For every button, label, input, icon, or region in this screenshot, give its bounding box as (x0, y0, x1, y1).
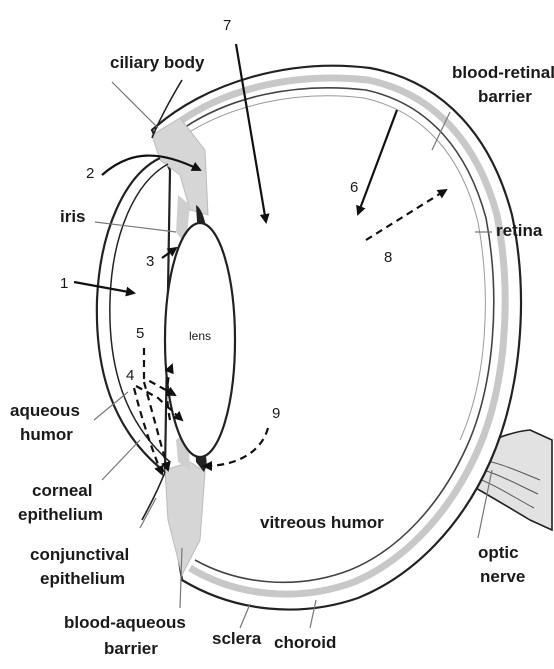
label-blood-aqueous-2: barrier (104, 639, 158, 658)
label-iris: iris (60, 207, 86, 226)
route-1: 1 (60, 275, 68, 292)
route-7: 7 (223, 17, 231, 34)
route-9: 9 (272, 405, 280, 422)
label-aqueous-2: humor (20, 425, 73, 444)
route-2: 2 (86, 165, 94, 182)
label-conjunctival-2: epithelium (40, 569, 125, 588)
label-corneal-2: epithelium (18, 505, 103, 524)
route-8: 8 (384, 249, 392, 266)
label-aqueous-1: aqueous (10, 401, 80, 420)
label-retina: retina (496, 221, 543, 240)
label-choroid: choroid (274, 633, 336, 652)
route-3: 3 (146, 253, 154, 270)
label-blood-retinal-1: blood-retinal (452, 63, 554, 82)
label-blood-aqueous-1: blood-aqueous (64, 613, 186, 632)
route-5: 5 (136, 325, 144, 342)
label-sclera: sclera (212, 629, 262, 648)
arrow-1 (74, 282, 134, 293)
label-conjunctival-1: conjunctival (30, 545, 129, 564)
route-6: 6 (350, 179, 358, 196)
route-4: 4 (126, 367, 134, 384)
lens-label: lens (189, 329, 211, 343)
label-ciliary-body: ciliary body (110, 53, 205, 72)
label-blood-retinal-2: barrier (478, 87, 532, 106)
label-vitreous-humor: vitreous humor (260, 513, 384, 532)
label-optic-1: optic (478, 543, 519, 562)
label-optic-2: nerve (480, 567, 525, 586)
label-corneal-1: corneal (32, 481, 92, 500)
